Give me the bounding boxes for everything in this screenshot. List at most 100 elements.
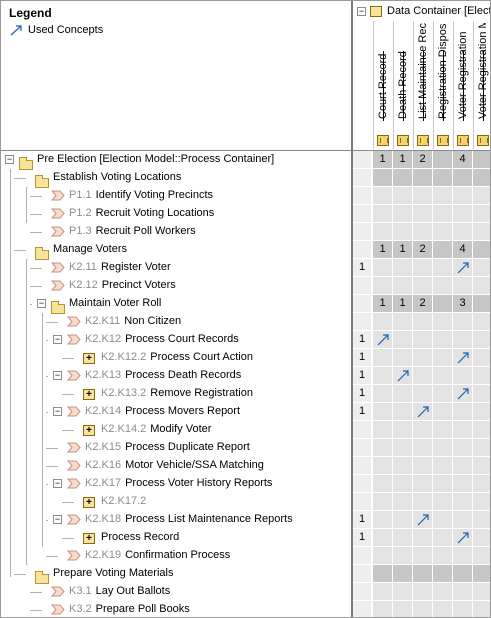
expander-toggle[interactable]: − — [53, 478, 62, 488]
matrix-cell[interactable] — [453, 331, 473, 349]
matrix-cell[interactable]: 1 — [373, 295, 393, 313]
matrix-cell[interactable]: 1 — [353, 259, 372, 277]
matrix-cell[interactable] — [373, 475, 393, 493]
matrix-cell[interactable] — [353, 313, 372, 331]
matrix-cell[interactable] — [393, 169, 413, 187]
matrix-cell[interactable] — [353, 205, 372, 223]
matrix-cell[interactable] — [473, 385, 490, 403]
matrix-cell[interactable]: 1 — [353, 367, 372, 385]
matrix-cell[interactable] — [413, 547, 433, 565]
column-header-1[interactable]: Court Record — [373, 21, 394, 149]
matrix-cell[interactable] — [373, 511, 393, 529]
matrix-cell[interactable] — [413, 385, 433, 403]
matrix-cell[interactable] — [453, 601, 473, 617]
matrix-cell[interactable] — [373, 187, 393, 205]
matrix-cell[interactable] — [373, 169, 393, 187]
matrix-cell[interactable] — [453, 529, 473, 547]
matrix-cell[interactable] — [473, 403, 490, 421]
matrix-cell[interactable] — [393, 403, 413, 421]
matrix-cell[interactable] — [373, 403, 393, 421]
matrix-cell[interactable] — [413, 349, 433, 367]
matrix-cell[interactable] — [413, 403, 433, 421]
matrix-cell[interactable] — [393, 511, 413, 529]
matrix-cell[interactable] — [453, 349, 473, 367]
matrix-cell[interactable] — [413, 439, 433, 457]
matrix-cell[interactable] — [433, 385, 453, 403]
matrix-cell[interactable] — [413, 259, 433, 277]
matrix-cell[interactable] — [353, 151, 372, 169]
matrix-cell[interactable] — [453, 367, 473, 385]
matrix-cell[interactable] — [433, 547, 453, 565]
matrix-cell[interactable] — [473, 547, 490, 565]
matrix-cell[interactable] — [393, 475, 413, 493]
matrix-cell[interactable] — [413, 367, 433, 385]
matrix-cell[interactable] — [433, 151, 453, 169]
matrix-cell[interactable] — [453, 223, 473, 241]
matrix-cell[interactable] — [393, 367, 413, 385]
expander-toggle[interactable]: − — [53, 370, 62, 380]
matrix-cell[interactable] — [433, 511, 453, 529]
matrix-cell[interactable] — [473, 259, 490, 277]
matrix-cell[interactable] — [473, 601, 490, 617]
matrix-cell[interactable] — [393, 187, 413, 205]
matrix-cell[interactable]: 1 — [393, 295, 413, 313]
matrix-cell[interactable] — [433, 277, 453, 295]
matrix-cell[interactable] — [453, 565, 473, 583]
matrix-cell[interactable] — [433, 331, 453, 349]
matrix-cell[interactable] — [413, 313, 433, 331]
expander-toggle[interactable]: − — [53, 406, 62, 416]
matrix-cell[interactable] — [413, 475, 433, 493]
matrix-cell[interactable] — [373, 205, 393, 223]
matrix-cell[interactable] — [453, 439, 473, 457]
matrix-cell[interactable] — [353, 421, 372, 439]
matrix-cell[interactable] — [433, 439, 453, 457]
matrix-cell[interactable] — [473, 151, 490, 169]
matrix-cell[interactable] — [393, 547, 413, 565]
matrix-cell[interactable] — [393, 331, 413, 349]
matrix-cell[interactable] — [373, 529, 393, 547]
column-header-5[interactable]: Voter Registration — [453, 21, 474, 149]
matrix-cell[interactable] — [433, 313, 453, 331]
matrix-cell[interactable] — [373, 259, 393, 277]
matrix-cell[interactable] — [433, 205, 453, 223]
matrix-cell[interactable] — [433, 241, 453, 259]
matrix-cell[interactable] — [473, 223, 490, 241]
matrix-cell[interactable] — [453, 457, 473, 475]
matrix-cell[interactable] — [393, 457, 413, 475]
matrix-cell[interactable] — [453, 385, 473, 403]
matrix-cell[interactable] — [413, 223, 433, 241]
matrix-cell[interactable] — [433, 421, 453, 439]
matrix-cell[interactable] — [393, 259, 413, 277]
matrix-cell[interactable] — [473, 439, 490, 457]
tree-row[interactable]: +Process Record — [1, 529, 351, 547]
matrix-cell[interactable]: 1 — [353, 349, 372, 367]
matrix-cell[interactable] — [473, 205, 490, 223]
matrix-cell[interactable] — [473, 241, 490, 259]
matrix-cell[interactable] — [473, 493, 490, 511]
tree-row[interactable]: −Pre Election [Election Model::Process C… — [1, 151, 351, 170]
matrix-cell[interactable] — [353, 187, 372, 205]
matrix-cell[interactable] — [473, 565, 490, 583]
matrix-cell[interactable] — [453, 313, 473, 331]
matrix-cell[interactable]: 1 — [393, 151, 413, 169]
matrix-cell[interactable] — [393, 421, 413, 439]
matrix-cell[interactable] — [433, 403, 453, 421]
matrix-cell[interactable] — [413, 331, 433, 349]
tree-row[interactable]: Establish Voting Locations — [1, 169, 351, 188]
expander-toggle[interactable]: − — [37, 298, 46, 308]
matrix-cell[interactable] — [393, 529, 413, 547]
matrix-cell[interactable] — [473, 313, 490, 331]
matrix-cell[interactable] — [433, 295, 453, 313]
matrix-cell[interactable] — [433, 565, 453, 583]
